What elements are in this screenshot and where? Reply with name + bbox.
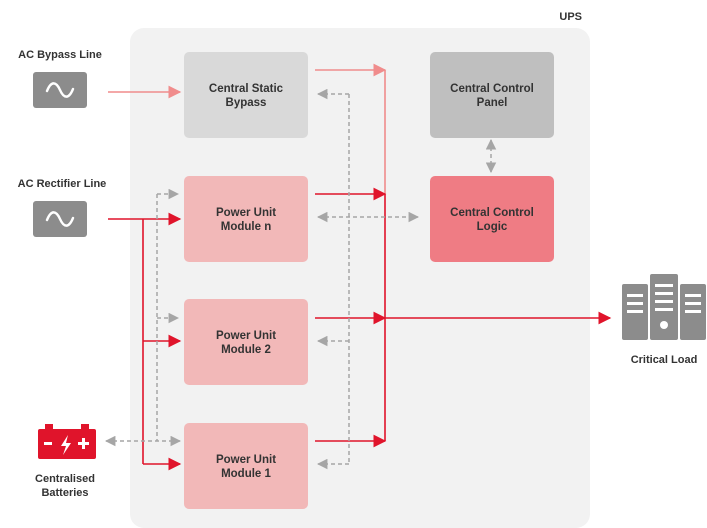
critical-load-label: Critical Load <box>631 354 698 366</box>
static-bypass-line2: Bypass <box>226 97 267 109</box>
power-lines <box>108 63 612 471</box>
module-1-line1: Power Unit <box>216 454 276 466</box>
module-n-line1: Power Unit <box>216 207 276 219</box>
central-control-logic-block: Central Control Logic <box>430 176 554 262</box>
central-static-bypass-block: Central Static Bypass <box>184 52 308 138</box>
control-panel-line2: Panel <box>477 97 508 109</box>
battery-icon <box>38 424 96 459</box>
ac-sine-icon <box>33 72 87 108</box>
control-logic-line1: Central Control <box>450 207 534 219</box>
central-control-panel-block: Central Control Panel <box>430 52 554 138</box>
ac-bypass-line-label: AC Bypass Line <box>18 49 102 61</box>
server-rack-icon <box>622 274 706 340</box>
centralised-batteries-label-line1: Centralised <box>35 473 95 485</box>
module-2-line2: Module 2 <box>221 344 271 356</box>
ups-label: UPS <box>559 11 582 23</box>
control-panel-line1: Central Control <box>450 83 534 95</box>
control-logic-line2: Logic <box>477 221 508 233</box>
ups-enclosure <box>130 28 590 528</box>
module-2-line1: Power Unit <box>216 330 276 342</box>
power-unit-module-2-block: Power Unit Module 2 <box>184 299 308 385</box>
module-n-line2: Module n <box>221 221 271 233</box>
ac-sine-icon <box>33 201 87 237</box>
module-1-line2: Module 1 <box>221 468 271 480</box>
ac-rectifier-line-label: AC Rectifier Line <box>18 178 107 190</box>
static-bypass-line1: Central Static <box>209 83 284 95</box>
centralised-batteries-label-line2: Batteries <box>41 487 88 499</box>
power-unit-module-n-block: Power Unit Module n <box>184 176 308 262</box>
power-unit-module-1-block: Power Unit Module 1 <box>184 423 308 509</box>
control-signal-lines <box>104 88 497 470</box>
